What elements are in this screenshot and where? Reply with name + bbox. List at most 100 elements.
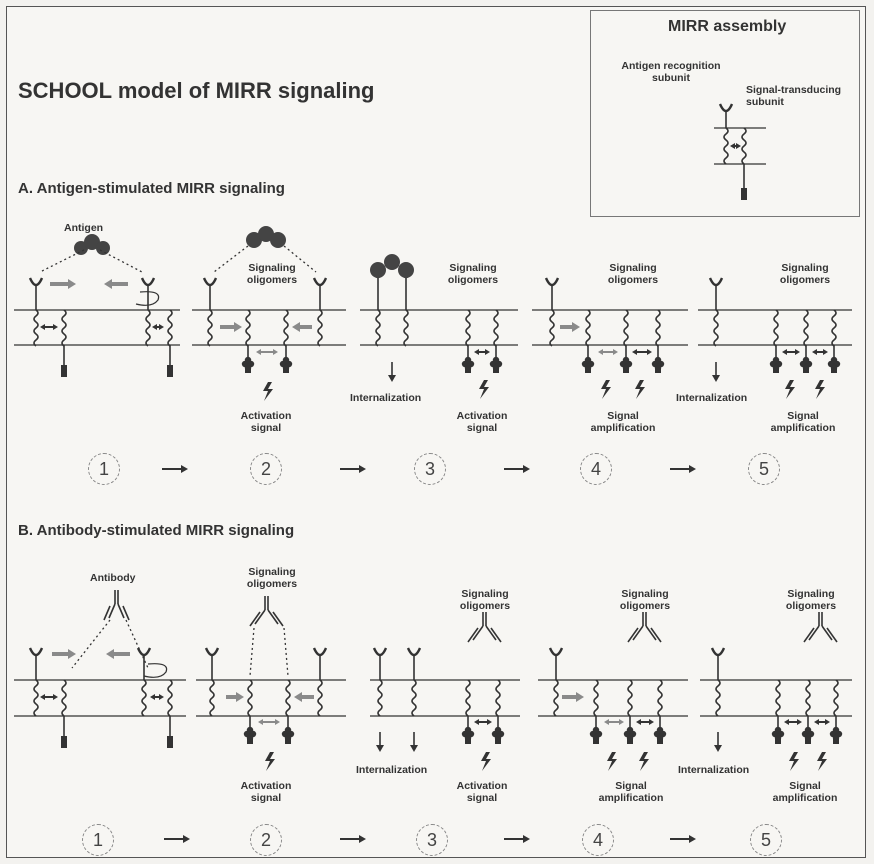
b2-recog-left-cup xyxy=(206,648,218,655)
b3-recog-left-tm xyxy=(378,680,382,716)
b1-transd-left-tm xyxy=(62,680,66,716)
b1-recog-right-tm xyxy=(142,680,146,716)
a3-left-phospho xyxy=(465,357,471,363)
b3-interaction-head xyxy=(474,719,479,725)
b4-transd-b-tm xyxy=(628,680,632,716)
b5-interaction-head xyxy=(814,719,819,725)
a4-b-phospho xyxy=(623,365,629,371)
a2-activation-bolt xyxy=(263,382,273,401)
a1-transd-right-tm xyxy=(168,310,172,346)
b2-dotted xyxy=(284,628,288,676)
b1-transd-left-itam-box xyxy=(61,736,67,748)
b1-recog-left-cup xyxy=(30,648,42,655)
b1-grey-arrow-head xyxy=(106,649,114,659)
b1-recog-left-tm xyxy=(34,680,38,716)
b4-bolt xyxy=(639,752,649,771)
a5-c-phospho xyxy=(831,357,837,363)
legend-transducing-tm xyxy=(742,128,746,164)
b2-left-phospho xyxy=(247,727,253,733)
b2-grey-arrow-head xyxy=(236,692,244,702)
a1-transd-right-itam-box xyxy=(167,365,173,377)
b2-right-phospho xyxy=(285,727,291,733)
b4-b-phospho xyxy=(627,735,633,741)
a4-grey-interaction-head xyxy=(598,349,603,355)
a1-recog-right-cup xyxy=(142,278,154,285)
b4-grey-interaction-head xyxy=(604,719,609,725)
b1-recog-right-cup xyxy=(138,648,150,655)
a3-interaction-head xyxy=(485,349,490,355)
b1-dotted xyxy=(72,620,110,668)
a2-dotted xyxy=(284,246,316,272)
a1-recog-left-tm xyxy=(34,310,38,346)
legend-transducing-itam-box xyxy=(741,188,747,200)
a5-bolt xyxy=(815,380,825,399)
a2-grey-arrow-head xyxy=(292,322,300,332)
b5-recog-cup xyxy=(712,648,724,655)
a4-bolt xyxy=(601,380,611,399)
b2-dotted xyxy=(250,628,254,676)
b2-recog-left-tm xyxy=(210,680,214,716)
b4-bolt xyxy=(607,752,617,771)
a2-transd-left-tm xyxy=(246,310,250,346)
a1-recog-right-tm xyxy=(146,310,150,346)
a3-antigen xyxy=(384,254,400,270)
a5-internalization-arrow-head xyxy=(712,375,720,382)
b4-b-phospho xyxy=(627,727,633,733)
a1-interaction-head xyxy=(152,324,157,330)
a3-transd-left-tm xyxy=(466,310,470,346)
a2-recog-right-cup xyxy=(314,278,326,285)
a2-recog-left-cup xyxy=(204,278,216,285)
b2-recog-right-tm xyxy=(318,680,322,716)
a2-transd-right-tm xyxy=(284,310,288,346)
a4-interaction-head xyxy=(632,349,637,355)
a3-left-phospho xyxy=(465,365,471,371)
b4-c-phospho xyxy=(657,735,663,741)
b1-interaction-head xyxy=(53,694,58,700)
b3-left-phospho xyxy=(465,735,471,741)
b5-recog-tm xyxy=(716,680,720,716)
a4-grey-interaction-head xyxy=(613,349,618,355)
b4-transd-c-tm xyxy=(658,680,662,716)
b2-right-phospho xyxy=(285,735,291,741)
b4-interaction-head xyxy=(636,719,641,725)
b4-grey-interaction-head xyxy=(619,719,624,725)
a2-grey-interaction-head xyxy=(256,349,261,355)
b5-a-phospho xyxy=(775,727,781,733)
a4-a-phospho xyxy=(585,357,591,363)
a4-transd-a-tm xyxy=(586,310,590,346)
a4-interaction-head xyxy=(647,349,652,355)
b4-c-phospho xyxy=(657,727,663,733)
b5-interaction-head xyxy=(825,719,830,725)
a5-transd-c-tm xyxy=(832,310,836,346)
a5-interaction-head xyxy=(812,349,817,355)
b3-interaction-head xyxy=(487,719,492,725)
b5-b-phospho xyxy=(805,735,811,741)
b2-transd-left-tm xyxy=(248,680,252,716)
b1-grey-arrow-head xyxy=(68,649,76,659)
a3-transd-right-tm xyxy=(494,310,498,346)
b3-transd-right-tm xyxy=(496,680,500,716)
b4-recog-cup xyxy=(550,648,562,655)
a3-activation-bolt xyxy=(479,380,489,399)
b3-left-phospho xyxy=(465,727,471,733)
b2-recog-right-cup xyxy=(314,648,326,655)
legend-recognition-tm xyxy=(724,128,728,164)
a5-c-phospho xyxy=(831,365,837,371)
b4-grey-arrow-head xyxy=(576,692,584,702)
b1-transd-right-tm xyxy=(168,680,172,716)
a2-right-phospho xyxy=(283,365,289,371)
b4-interaction-head xyxy=(649,719,654,725)
b4-recog-tm xyxy=(554,680,558,716)
b2-activation-bolt xyxy=(265,752,275,771)
b3-internalization-arrow-head xyxy=(376,745,384,752)
b1-interaction-head xyxy=(150,694,155,700)
a4-c-phospho xyxy=(655,357,661,363)
b1-transd-right-itam-box xyxy=(167,736,173,748)
a1-grey-arrow-head xyxy=(104,279,112,289)
a4-bolt xyxy=(635,380,645,399)
a3-recog-left-tm xyxy=(376,310,380,346)
b5-transd-a-tm xyxy=(776,680,780,716)
a4-transd-c-tm xyxy=(656,310,660,346)
a4-a-phospho xyxy=(585,365,591,371)
